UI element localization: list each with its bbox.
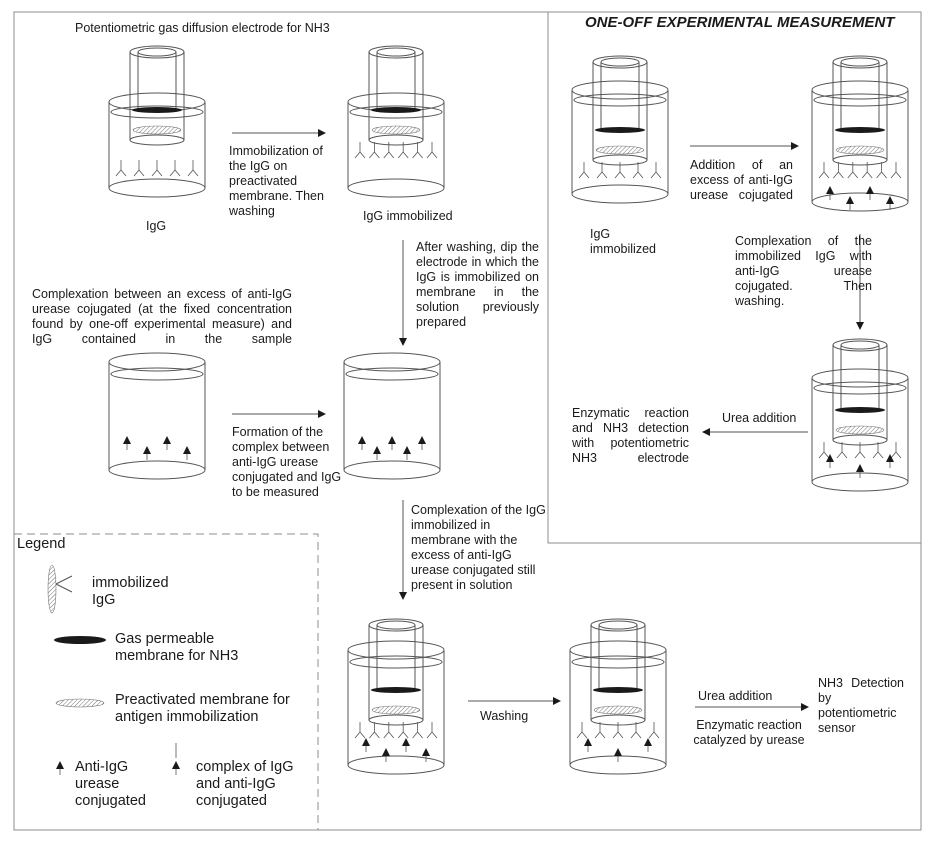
legend-icon-gas-membrane [54,636,106,644]
electrode-caption: Potentiometric gas diffusion electrode f… [75,21,330,35]
enzymatic-right-text: Enzymatic reaction and NH3 detection wit… [572,406,689,465]
electrode-igg-immobilized [347,45,445,198]
legend-frame [14,533,319,830]
legend-label-complex: complex of IgG and anti-IgG conjugated [196,759,294,809]
addition-excess-text: Addition of an excess of anti-IgG urease… [690,158,793,202]
arrow-urea-right [702,428,808,436]
complexation-right-text: Complexation of the immobilized IgG with… [735,234,872,308]
igg-label: IgG [146,219,167,233]
urea-addition-right: Urea addition [722,411,797,425]
legend-label-gas-membrane: Gas permeable membrane for NH3 [115,631,239,664]
arrow-complexation [399,500,407,600]
right-igg-immobilized-label: IgG immobilized [590,227,656,256]
electrode-right-3 [811,338,909,492]
beaker-sample [108,352,206,480]
enzymatic-catalyzed-text: Enzymatic reaction catalyzed by urease [693,718,805,747]
beaker-complex [343,352,441,480]
complexation-membrane-text: Complexation of the IgG immobilized in m… [411,503,546,592]
urea-addition-bottom: Urea addition [698,689,773,703]
step-immobilization-text: Immobilization of the IgG on preactivate… [229,144,324,218]
igg-immobilized-label: IgG immobilized [363,209,453,223]
complexation-sample-text: Complexation between an excess of anti-I… [32,287,292,346]
arrow-washing [468,697,561,705]
right-panel-frame [547,12,921,544]
legend-icon-preactivated [55,698,105,708]
electrode-right-1 [571,55,669,204]
arrow-urea-bottom [695,703,809,711]
arrow-after-washing [399,240,407,346]
after-washing-text: After washing, dip the electrode in whic… [416,240,539,329]
electrode-washed-bottom [569,618,667,775]
legend-label-preactivated: Preactivated membrane for antigen immobi… [115,692,290,725]
legend-label-anti-igg: Anti-IgG urease conjugated [75,759,146,809]
legend-title: Legend [17,536,66,552]
panel-title: ONE-OFF EXPERIMENTAL MEASUREMENT [585,14,895,31]
legend-icon-immobilized-igg [47,564,73,614]
washing-label: Washing [480,709,529,723]
arrow-immobilization [232,129,326,137]
outer-frame [13,11,922,831]
legend-icon-anti-igg [56,761,64,775]
arrow-formation [232,410,326,418]
electrode-right-2 [811,55,909,212]
nh3-detection-text: NH3 Detection by potentiometric sensor [818,676,904,735]
arrow-complexation-right [856,234,864,330]
formation-complex-text: Formation of the complex between anti-Ig… [232,425,342,499]
arrow-addition [690,142,799,150]
electrode-igg-setup [108,45,206,198]
electrode-complex-bottom [347,618,445,775]
legend-icon-complex [172,743,180,775]
legend-label-immobilized-igg: immobilized IgG [92,575,169,608]
